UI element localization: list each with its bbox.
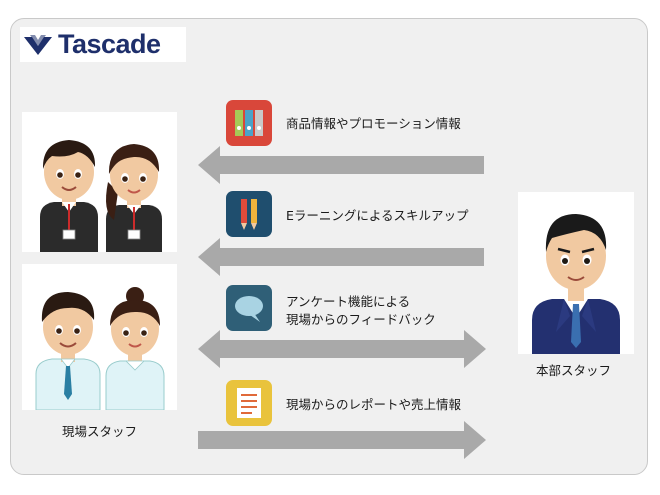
field-staff-casual-card (22, 264, 177, 411)
flow-3-arrow-both (198, 330, 486, 368)
hq-staff-caption: 本部スタッフ (536, 363, 612, 378)
flow-4-label: 現場からのレポートや売上情報 (286, 397, 462, 412)
binders-icon (226, 100, 272, 146)
hq-staff-card (518, 192, 634, 354)
flow-4-arrow-right (198, 421, 486, 459)
field-staff-uniform-illustration (40, 140, 162, 252)
hq-staff-illustration (532, 214, 620, 354)
field-staff-uniform-card (22, 112, 177, 252)
field-staff-casual-illustration (35, 287, 165, 411)
field-staff-caption: 現場スタッフ (62, 424, 138, 439)
flow-2-arrow-left (198, 238, 484, 276)
brand-name: Tascade (58, 29, 161, 59)
flow-3-label: アンケート機能による 現場からのフィードバック (286, 293, 436, 329)
flow-1-label: 商品情報やプロモーション情報 (286, 116, 461, 131)
speech-bubble-icon (226, 285, 272, 331)
flow-3-label-line-1: アンケート機能による (286, 294, 411, 309)
flow-3-label-line-2: 現場からのフィードバック (286, 312, 436, 327)
report-icon (226, 380, 272, 426)
double-chevron-logo-icon (24, 35, 52, 55)
flow-2-label: Eラーニングによるスキルアップ (286, 208, 469, 223)
brand-logo: Tascade (20, 27, 186, 62)
flow-1-arrow-left (198, 146, 484, 184)
pens-icon (226, 191, 272, 237)
